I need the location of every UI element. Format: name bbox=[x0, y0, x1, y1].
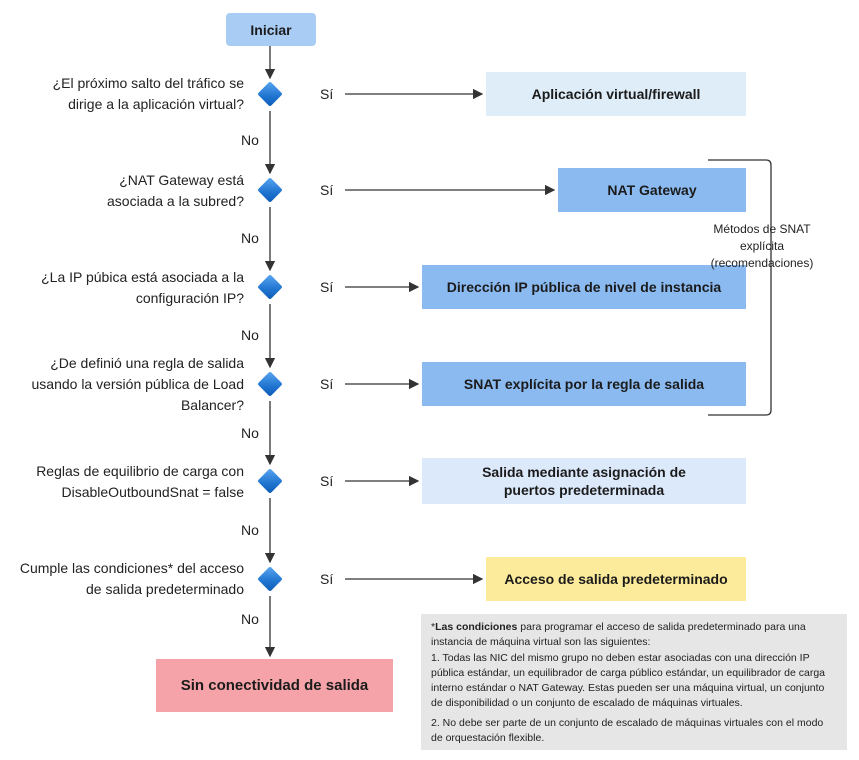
conditions-note: *Las condiciones para programar el acces… bbox=[421, 614, 847, 750]
yes-label-6: Sí bbox=[320, 571, 334, 587]
question-4: ¿De definió una regla de salida usando l… bbox=[31, 355, 245, 413]
question-3: ¿La IP púbica está asociada a la configu… bbox=[41, 269, 244, 306]
question-2: ¿NAT Gateway está asociada a la subred? bbox=[107, 172, 244, 209]
no-label-4: No bbox=[241, 425, 259, 441]
note-item-1: 1. Todas las NIC del mismo grupo no debe… bbox=[431, 652, 826, 709]
note-intro: *Las condiciones para programar el acces… bbox=[431, 621, 806, 648]
yes-label-3: Sí bbox=[320, 279, 334, 295]
question-5: Reglas de equilibrio de carga con Disabl… bbox=[36, 463, 244, 500]
result-appliance: Aplicación virtual/firewall bbox=[486, 72, 746, 116]
no-label-3: No bbox=[241, 327, 259, 343]
question-6: Cumple las condiciones* del acceso de sa… bbox=[19, 560, 244, 597]
result-nat-gateway: NAT Gateway bbox=[558, 168, 746, 212]
yes-label-5: Sí bbox=[320, 473, 334, 489]
question-1: ¿El próximo salto del tráfico se dirige … bbox=[52, 75, 244, 112]
note-item-2: 2. No debe ser parte de un conjunto de e… bbox=[431, 717, 824, 744]
yes-label-4: Sí bbox=[320, 376, 334, 392]
result-default-access: Acceso de salida predeterminado bbox=[486, 557, 746, 601]
bracket-label: Métodos de SNAT explícita (recomendacion… bbox=[710, 222, 814, 270]
start-node: Iniciar bbox=[226, 13, 316, 46]
no-label-5: No bbox=[241, 522, 259, 538]
result-public-ip: Dirección IP pública de nivel de instanc… bbox=[422, 265, 746, 309]
result-outbound-rule: SNAT explícita por la regla de salida bbox=[422, 362, 746, 406]
yes-label-1: Sí bbox=[320, 86, 334, 102]
bracket bbox=[708, 159, 772, 416]
no-label-2: No bbox=[241, 230, 259, 246]
no-label-6: No bbox=[241, 611, 259, 627]
end-node: Sin conectividad de salida bbox=[156, 659, 393, 712]
result-default-port: Salida mediante asignación de puertos pr… bbox=[422, 458, 746, 504]
yes-label-2: Sí bbox=[320, 182, 334, 198]
no-label-1: No bbox=[241, 132, 259, 148]
